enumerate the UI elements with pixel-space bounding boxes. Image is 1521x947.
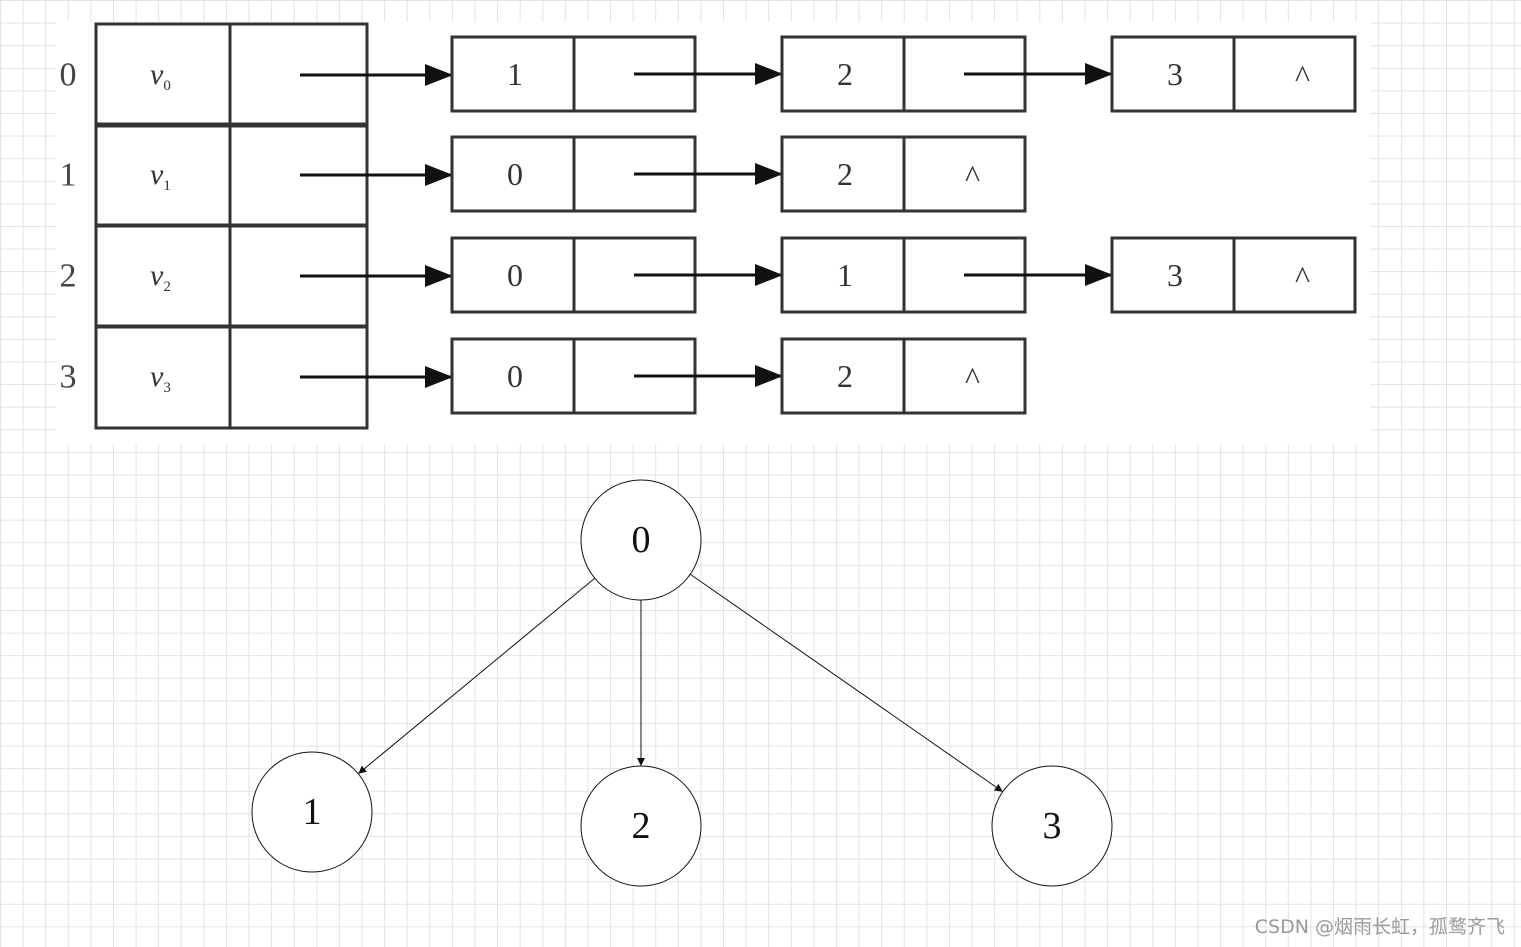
tree-graph: 0 1 2 3: [251, 479, 1113, 887]
null-pointer-symbol: ^: [965, 158, 980, 194]
adjvex-label: 0: [507, 257, 523, 293]
adjvex-label: 0: [507, 358, 523, 394]
edge-node: 3^: [1110, 236, 1357, 314]
adjvex-label: 1: [837, 257, 853, 293]
adjvex-label: 0: [507, 156, 523, 192]
tree-node-circle: [580, 765, 702, 887]
tree-node-circle: [251, 751, 373, 873]
edge-node: 0: [450, 236, 783, 314]
edge-node: 1: [780, 236, 1113, 314]
tree-node-label: 0: [632, 519, 651, 561]
tree-node-right: 3: [991, 765, 1113, 887]
row-index-label: 2: [60, 258, 77, 295]
edge-node: 0: [450, 135, 783, 213]
edge-node: 3^: [1110, 35, 1357, 113]
edge-node: 1: [450, 35, 783, 113]
adjvex-label: 2: [837, 358, 853, 394]
vertex-label: v1: [150, 158, 171, 194]
tree-node-circle: [991, 765, 1113, 887]
edge-node: 0: [450, 337, 783, 415]
null-pointer-symbol: ^: [1295, 58, 1310, 94]
row-index-label: 1: [60, 157, 77, 194]
tree-node-label: 3: [1043, 805, 1062, 847]
vertex-label: v2: [150, 259, 171, 295]
edge-node: 2^: [780, 135, 1027, 213]
adjvex-label: 2: [837, 56, 853, 92]
row-index-label: 3: [60, 359, 77, 396]
tree-node-label: 1: [303, 791, 322, 833]
adjvex-label: 2: [837, 156, 853, 192]
watermark: CSDN @烟雨长虹，孤鹜齐飞: [1254, 916, 1505, 938]
tree-node-circle: [580, 479, 702, 601]
adjvex-label: 1: [507, 56, 523, 92]
tree-edge-root-left: [357, 577, 596, 775]
null-pointer-symbol: ^: [965, 360, 980, 396]
adjvex-label: 3: [1167, 56, 1183, 92]
tree-node-root: 0: [580, 479, 702, 601]
edge-node: 2^: [780, 337, 1027, 415]
tree-node-middle: 2: [580, 765, 702, 887]
adjvex-label: 3: [1167, 257, 1183, 293]
vertex-label: v0: [150, 58, 171, 94]
adjacency-list-panel: [56, 22, 1370, 444]
tree-node-label: 2: [632, 805, 651, 847]
tree-node-left: 1: [251, 751, 373, 873]
edge-node: 2: [780, 35, 1113, 113]
row-index-label: 0: [60, 57, 77, 94]
tree-edge-root-right: [689, 573, 1004, 793]
vertex-label: v3: [150, 360, 171, 396]
null-pointer-symbol: ^: [1295, 259, 1310, 295]
